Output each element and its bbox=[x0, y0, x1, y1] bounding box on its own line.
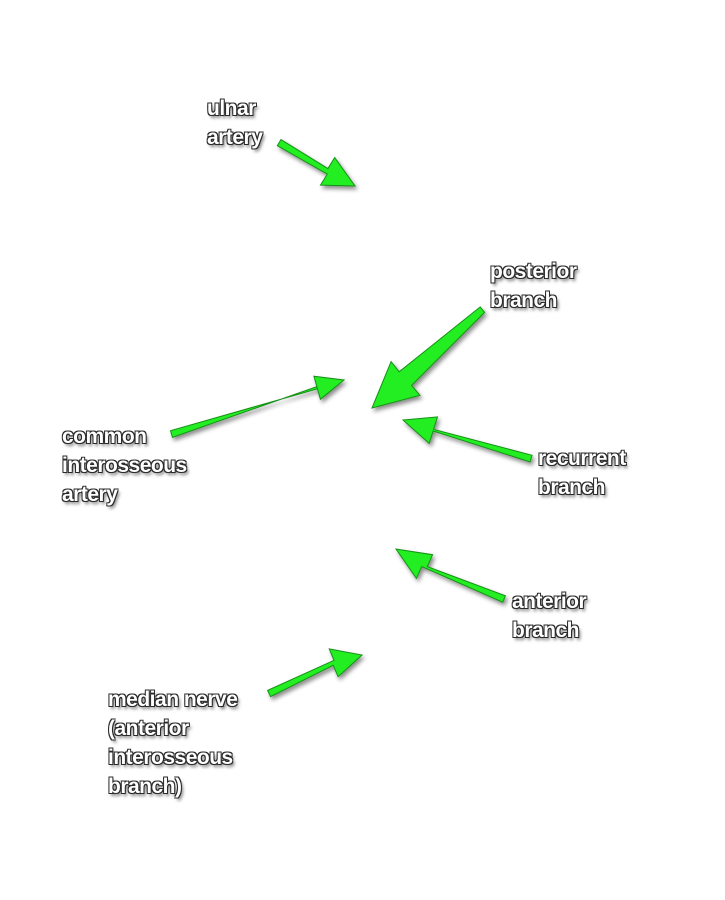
arrow-recurrent-branch bbox=[401, 416, 533, 463]
arrow-anterior-branch bbox=[394, 548, 507, 603]
label-recurrent-branch: recurrent branch bbox=[538, 447, 626, 499]
label-ulnar-artery: ulnar artery bbox=[207, 97, 263, 149]
label-median-nerve: median nerve (anterior interosseous bran… bbox=[108, 688, 238, 798]
label-anterior-branch: anterior branch bbox=[512, 590, 587, 642]
label-common-interosseous-artery: common interosseous artery bbox=[62, 425, 187, 506]
label-posterior-branch: posterior branch bbox=[490, 260, 577, 312]
arrow-posterior-branch bbox=[371, 306, 486, 409]
arrow-common-interosseous-artery bbox=[169, 375, 346, 439]
arrow-median-nerve bbox=[266, 648, 364, 698]
arrow-ulnar-artery bbox=[276, 138, 356, 187]
